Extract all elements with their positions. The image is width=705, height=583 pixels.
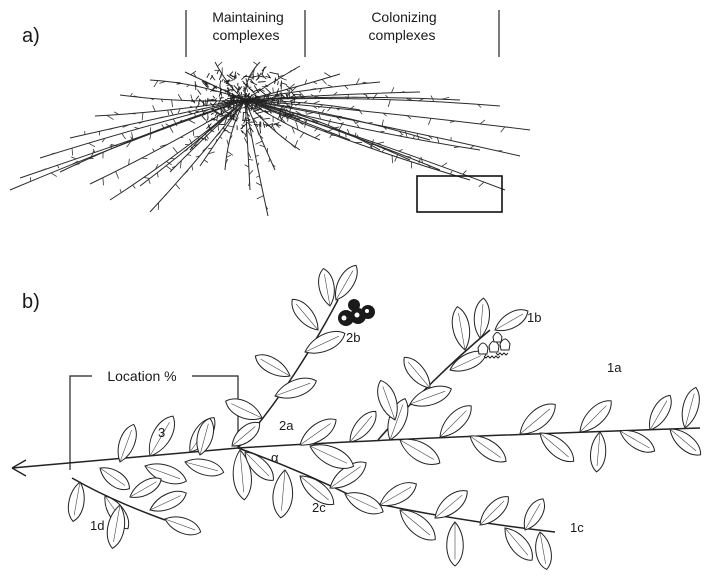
label-1a: 1a: [607, 360, 622, 375]
label-1c: 1c: [570, 520, 584, 535]
label-2c: 2c: [312, 500, 326, 515]
inset-box: [417, 176, 502, 212]
panel-b-label: b): [22, 291, 40, 313]
berry-cluster: [338, 299, 375, 326]
panel-a-label: a): [22, 25, 40, 47]
colonizing-header-line2: complexes: [369, 27, 436, 43]
panel-a: a) Maintaining complexes Colonizing comp…: [10, 9, 530, 216]
label-2b: 2b: [346, 330, 360, 345]
panel-b: b) Location % 1a 1b 1c 1d: [12, 262, 705, 571]
label-1b: 1b: [527, 310, 541, 325]
maintaining-header-line2: complexes: [213, 27, 280, 43]
shrub-mat-illustration: [10, 62, 530, 216]
maintaining-header-line1: Maintaining: [212, 9, 284, 25]
location-percent-label: Location %: [107, 368, 176, 384]
colonizing-header-line1: Colonizing: [371, 9, 436, 25]
label-3: 3: [158, 425, 165, 440]
label-1d: 1d: [90, 518, 104, 533]
label-2a: 2a: [279, 418, 294, 433]
label-alpha: α: [271, 450, 279, 465]
